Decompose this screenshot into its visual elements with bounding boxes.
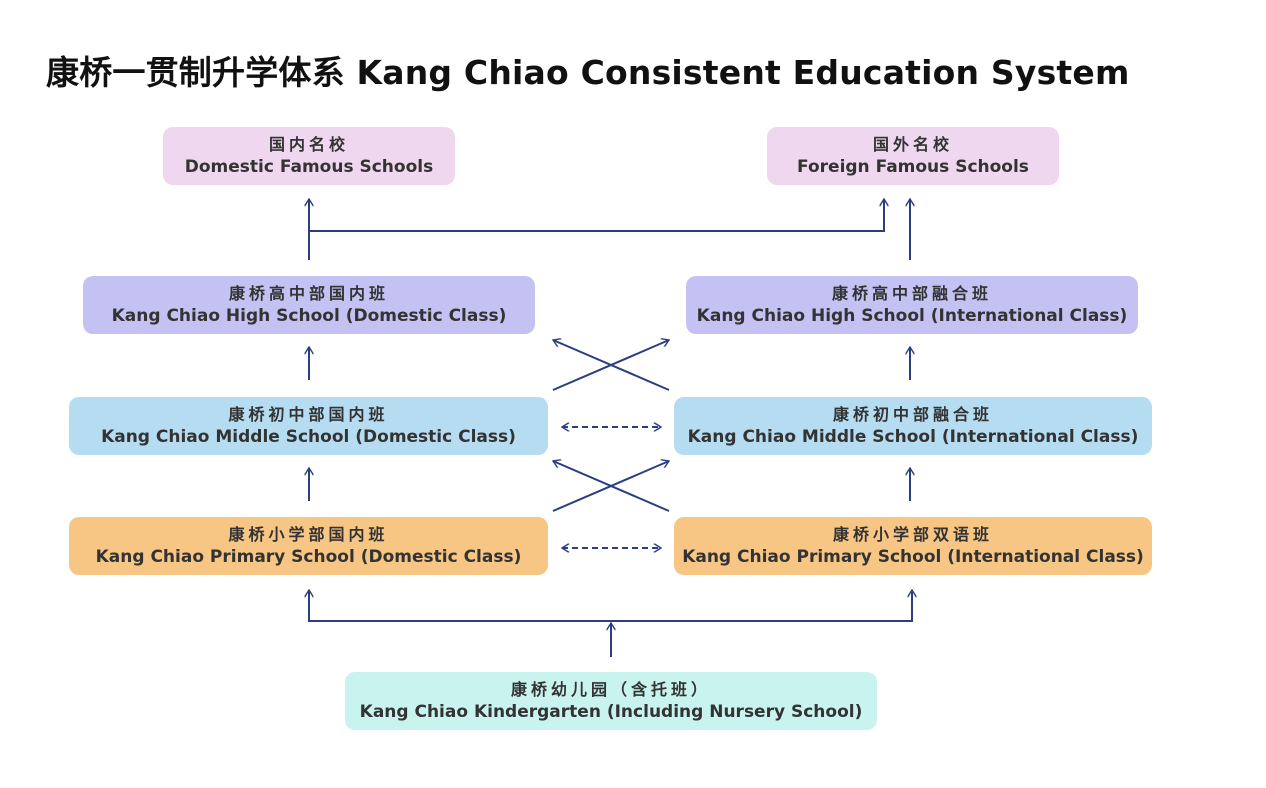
- node-foreign-famous-schools: 国外名校 Foreign Famous Schools: [767, 127, 1059, 185]
- node-en-label: Foreign Famous Schools: [797, 157, 1029, 177]
- node-domestic-famous-schools: 国内名校 Domestic Famous Schools: [163, 127, 455, 185]
- node-cn-label: 康桥小学部国内班: [228, 525, 389, 544]
- node-middle-international: 康桥初中部融合班 Kang Chiao Middle School (Inter…: [674, 397, 1152, 455]
- node-en-label: Kang Chiao Middle School (Domestic Class…: [101, 427, 516, 447]
- node-cn-label: 国外名校: [872, 135, 953, 154]
- node-middle-domestic: 康桥初中部国内班 Kang Chiao Middle School (Domes…: [69, 397, 548, 455]
- node-cn-label: 康桥幼儿园（含托班）: [510, 680, 711, 699]
- node-en-label: Domestic Famous Schools: [184, 157, 434, 177]
- node-en-label: Kang Chiao Primary School (Domestic Clas…: [95, 547, 522, 567]
- node-en-label: Kang Chiao Kindergarten (Including Nurse…: [359, 702, 863, 722]
- node-primary-international: 康桥小学部双语班 Kang Chiao Primary School (Inte…: [674, 517, 1152, 575]
- node-en-label: Kang Chiao Primary School (International…: [682, 547, 1144, 567]
- node-cn-label: 康桥初中部融合班: [832, 405, 993, 424]
- node-cn-label: 康桥小学部双语班: [832, 525, 993, 544]
- node-cn-label: 康桥高中部国内班: [228, 284, 389, 303]
- cross-arrow-pi-to-md: [553, 461, 670, 512]
- node-en-label: Kang Chiao High School (International Cl…: [696, 306, 1128, 326]
- cross-arrow-mi-to-hd: [553, 340, 670, 391]
- node-kindergarten: 康桥幼儿园（含托班） Kang Chiao Kindergarten (Incl…: [345, 672, 877, 730]
- node-high-domestic: 康桥高中部国内班 Kang Chiao High School (Domesti…: [83, 276, 535, 334]
- node-en-label: Kang Chiao Middle School (International …: [687, 427, 1139, 447]
- arrow-kg-to-primary-intl: [611, 590, 912, 622]
- node-en-label: Kang Chiao High School (Domestic Class): [111, 306, 507, 326]
- node-cn-label: 康桥初中部国内班: [228, 405, 389, 424]
- page-title: 康桥一贯制升学体系 Kang Chiao Consistent Educatio…: [46, 53, 1130, 92]
- node-high-international: 康桥高中部融合班 Kang Chiao High School (Interna…: [686, 276, 1138, 334]
- arrow-high-domestic-to-foreign-famous: [309, 199, 884, 232]
- node-primary-domestic: 康桥小学部国内班 Kang Chiao Primary School (Dome…: [69, 517, 548, 575]
- arrow-kg-to-primary-domestic: [309, 590, 611, 622]
- node-cn-label: 康桥高中部融合班: [831, 284, 992, 303]
- node-cn-label: 国内名校: [268, 135, 349, 154]
